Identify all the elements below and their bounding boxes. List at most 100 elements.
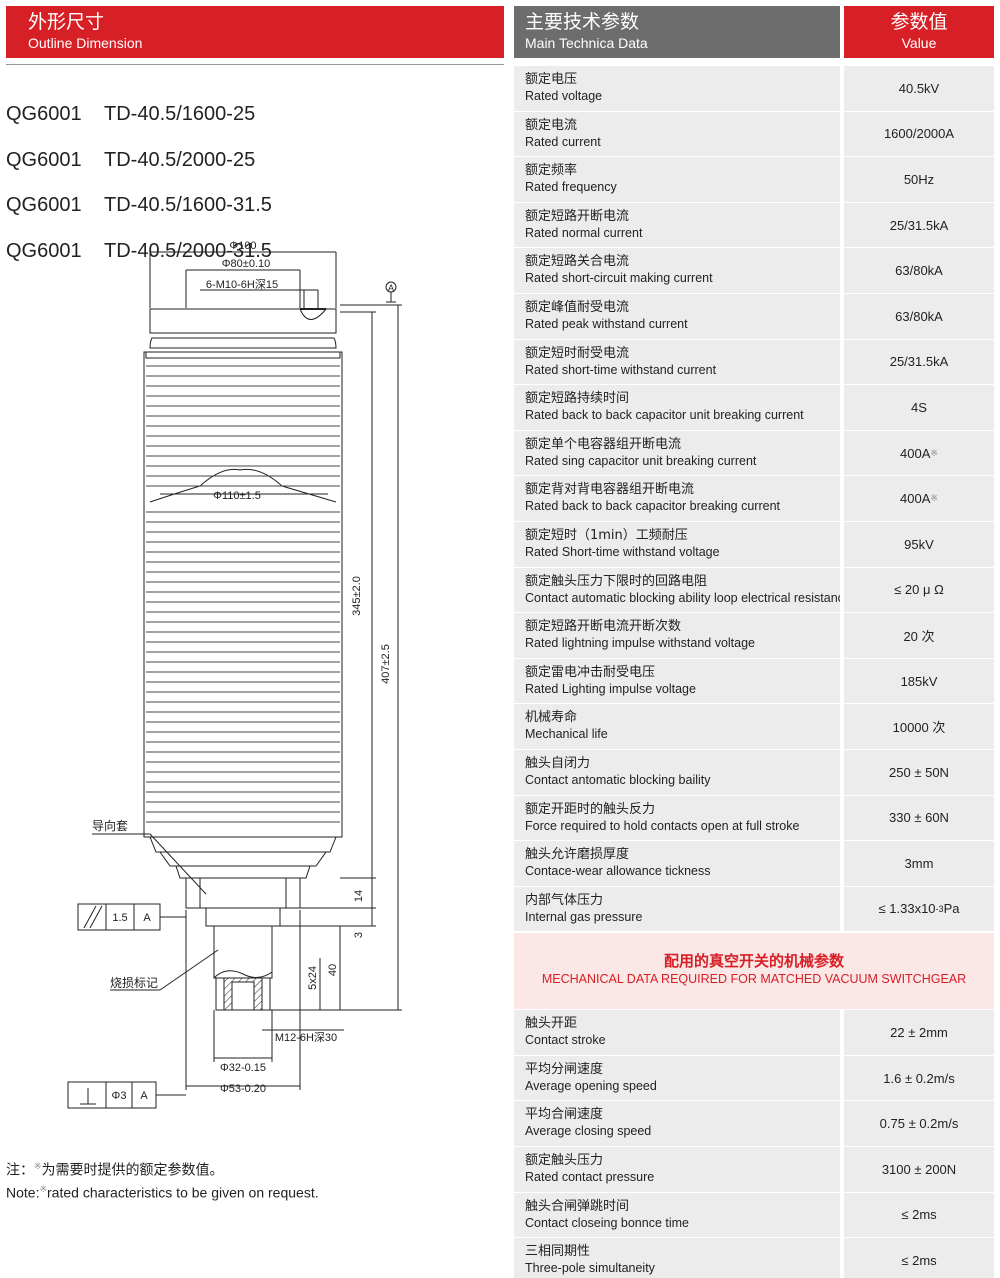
outline-dimension-header: 外形尺寸 Outline Dimension (6, 6, 504, 58)
value-cell: 3mm (844, 841, 994, 886)
value-text: 40.5kV (898, 80, 940, 96)
param-en: Force required to hold contacts open at … (525, 818, 800, 833)
tolerance-perp-datum: A (140, 1090, 148, 1102)
value-cell: 25/31.5kA (844, 339, 994, 385)
param-en: Contact automatic blocking ability loop … (525, 590, 851, 605)
note-mark: ※ (39, 1183, 48, 1194)
dim-d80: Φ80±0.10 (222, 258, 270, 270)
value-cell: 185kV (844, 658, 994, 704)
param-cn: 额定峰值耐受电流 (525, 299, 630, 315)
spec-table: 主要技术参数 Main Technica Data 参数值 Value 额定电压… (514, 6, 994, 1278)
value-cell: 250 ± 50N (844, 749, 994, 795)
label-guide-bushing: 导向套 (92, 818, 128, 833)
value-text: 25/31.5kA (889, 217, 949, 233)
param-en: Rated back to back capacitor unit breaki… (525, 408, 804, 423)
value-cell: 330 ± 60N (844, 795, 994, 841)
value-cell: 20 次 (844, 613, 994, 658)
param-cn: 额定短路开断电流 (525, 208, 630, 224)
value-cell: 1600/2000A (844, 111, 994, 157)
value-text: 3100 ± 200N (881, 1161, 957, 1177)
footnote: 注：※为需要时提供的额定参数值。 Note:※rated characteris… (6, 1157, 319, 1202)
mechanical-section-header: 配用的真空开关的机械参数 MECHANICAL DATA REQUIRED FO… (514, 933, 994, 1010)
value-text: ≤ 1.33x10 (878, 901, 936, 917)
outline-title-cn: 外形尺寸 (28, 11, 105, 33)
model-series: QG6001 (6, 103, 82, 125)
value-cell: 400A※ (844, 430, 994, 476)
param-en: Internal gas pressure (525, 909, 643, 924)
param-cn: 触头自闭力 (525, 755, 591, 771)
value-mark: ※ (930, 493, 938, 504)
value-exponent: -3 (935, 903, 944, 914)
value-cell: 63/80kA (844, 293, 994, 339)
dim-40: 40 (327, 964, 339, 976)
param-cn: 内部气体压力 (525, 892, 604, 908)
value-cell: 40.5kV (844, 66, 994, 111)
param-cn: 额定背对背电容器组开断电流 (525, 482, 695, 498)
value-cell: ≤ 20 μ Ω (844, 567, 994, 613)
value-text: 4S (911, 399, 927, 415)
value-cell: 4S (844, 385, 994, 430)
param-cn: 额定触头压力下限时的回路电阻 (525, 573, 708, 589)
value-text: 250 ± 50N (889, 764, 949, 780)
value-text: 1.6 ± 0.2m/s (883, 1070, 955, 1086)
value-text: 20 次 (903, 628, 935, 644)
param-en: Contact closeing bonnce time (525, 1215, 689, 1230)
dim-3: 3 (353, 932, 365, 938)
tolerance-parallel-datum: A (143, 912, 151, 924)
outline-drawing: Φ100 Φ80±0.10 6-M10-6H深15 A Φ110±1.5 345… (67, 240, 402, 1109)
value-text: 10000 次 (892, 720, 946, 736)
param-cn: 额定短时（1min）工频耐压 (525, 527, 688, 543)
dim-thread-top: 6-M10-6H深15 (206, 278, 278, 291)
param-en: Contace-wear allowance tickness (525, 864, 711, 879)
param-en: Contact antomatic blocking baility (525, 772, 711, 787)
value-text: ≤ 2ms (901, 1207, 937, 1223)
dim-d100: Φ100 (229, 240, 256, 252)
param-cn: 额定短路开断电流开断次数 (525, 619, 682, 635)
value-unit: Pa (943, 901, 960, 917)
value-cell: 95kV (844, 521, 994, 567)
param-cn: 平均合闸速度 (525, 1107, 604, 1123)
param-en: Mechanical life (525, 727, 608, 742)
header-param: 主要技术参数 Main Technica Data (514, 6, 840, 58)
value-cell: 25/31.5kA (844, 202, 994, 248)
param-en: Rated lightning impulse withstand voltag… (525, 636, 755, 651)
label-burn-mark: 烧损标记 (110, 976, 158, 990)
tolerance-parallel-value: 1.5 (112, 912, 127, 924)
param-cn: 额定单个电容器组开断电流 (525, 436, 682, 452)
value-cell: 3100 ± 200N (844, 1147, 994, 1192)
value-text: 3mm (904, 855, 934, 871)
